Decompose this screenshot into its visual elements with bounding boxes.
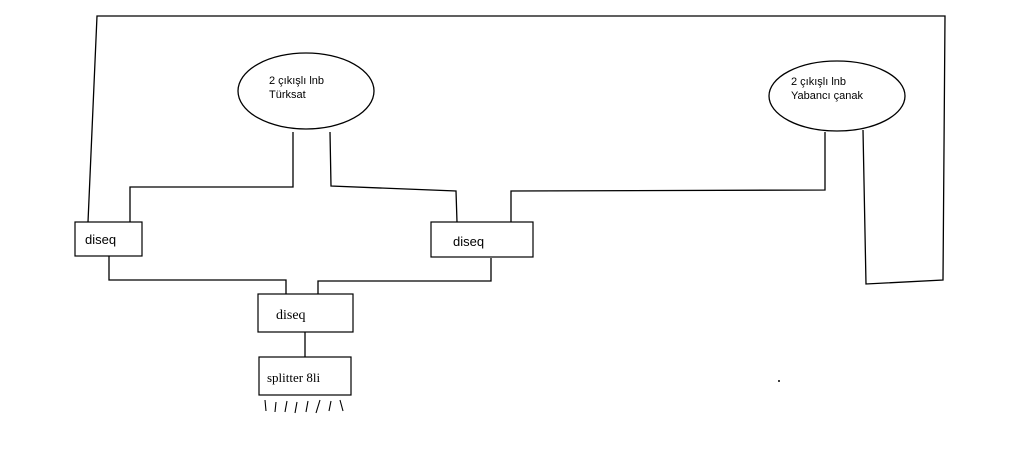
splitter-box xyxy=(258,356,352,396)
splitter-outputs xyxy=(264,399,344,414)
splitter-output-5 xyxy=(305,400,309,413)
splitter-output-7 xyxy=(328,400,332,412)
wire-foreign-to-right-diseq xyxy=(510,132,826,222)
lnb-foreign-label-line2: Yabancı çanak xyxy=(791,90,863,102)
diseq-center: diseq xyxy=(257,293,354,333)
diseq-left-label: diseq xyxy=(85,232,116,247)
wire-turksat-to-left-diseq xyxy=(129,132,294,222)
wire-turksat-to-right-diseq xyxy=(329,131,458,223)
diseq-center-box xyxy=(257,293,354,333)
splitter-label: splitter 8li xyxy=(267,370,320,385)
splitter-output-3 xyxy=(284,400,288,413)
diseq-left: diseq xyxy=(74,221,143,257)
lnb-turksat-label-line1: 2 çıkışlı lnb xyxy=(269,75,324,87)
diseq-left-box xyxy=(74,221,143,257)
splitter-output-1 xyxy=(264,399,267,412)
lnb-foreign: 2 çıkışlı lnb Yabancı çanak xyxy=(768,60,906,132)
splitter-output-4 xyxy=(294,401,298,414)
wire-right-diseq-to-center xyxy=(317,258,492,294)
splitter-output-8 xyxy=(339,399,344,412)
stray-dot xyxy=(778,380,780,382)
diseq-right-box xyxy=(430,221,534,258)
splitter: splitter 8li xyxy=(258,356,352,396)
lnb-turksat: 2 çıkışlı lnb Türksat xyxy=(237,52,375,130)
lnb-turksat-shape xyxy=(237,52,375,130)
lnb-foreign-label-line1: 2 çıkışlı lnb xyxy=(791,76,846,88)
diseq-center-label: diseq xyxy=(276,308,306,323)
diseq-right: diseq xyxy=(430,221,534,258)
wire-outer-loop xyxy=(87,15,946,285)
wires xyxy=(87,15,946,357)
wire-left-diseq-to-center xyxy=(108,256,287,294)
splitter-output-2 xyxy=(274,401,277,413)
lnb-foreign-shape xyxy=(768,60,906,132)
diseq-right-label: diseq xyxy=(453,234,484,249)
splitter-output-6 xyxy=(315,399,321,414)
lnb-turksat-label-line2: Türksat xyxy=(269,89,306,101)
